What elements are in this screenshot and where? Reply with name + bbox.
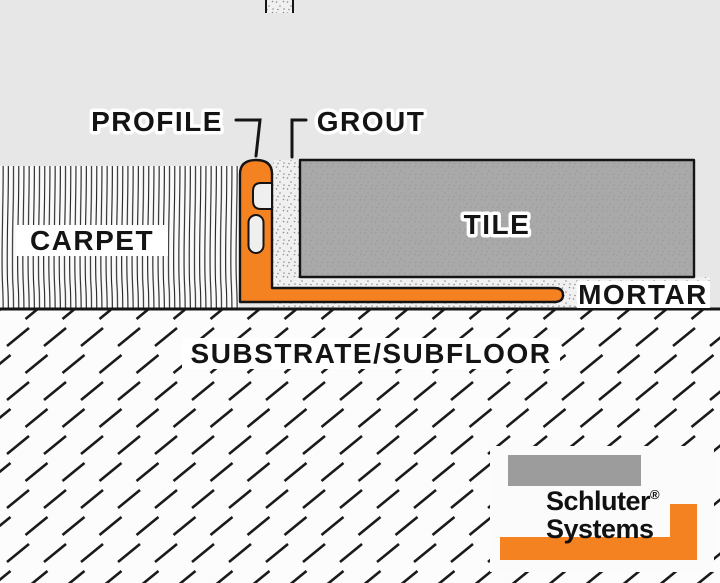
profile-cross-section bbox=[238, 158, 565, 304]
profile-body-and-anchoring-leg bbox=[238, 158, 565, 304]
top-edge-joint bbox=[265, 0, 294, 13]
registered-trademark: ® bbox=[650, 487, 660, 502]
tile-region bbox=[298, 158, 696, 279]
label-carpet: CARPET bbox=[30, 225, 154, 256]
logo-text-systems: Systems bbox=[546, 514, 654, 544]
carpet-label-box bbox=[16, 225, 168, 256]
schluter-logo: Schluter® Systems bbox=[490, 446, 714, 572]
label-substrate: SUBSTRATE/SUBFLOOR bbox=[191, 338, 552, 369]
label-profile: PROFILE bbox=[91, 106, 223, 137]
logo-text-schluter: Schluter® bbox=[546, 486, 660, 516]
profile-cavity bbox=[247, 214, 265, 254]
profile-channel-notch bbox=[252, 182, 273, 210]
leader-line-profile bbox=[234, 118, 262, 158]
label-grout: GROUT bbox=[317, 106, 426, 137]
label-mortar: MORTAR bbox=[578, 279, 708, 310]
label-tile: TILE bbox=[464, 209, 531, 240]
mortar-label-box bbox=[577, 281, 710, 308]
leader-line-grout bbox=[290, 118, 308, 159]
substrate-label-box bbox=[182, 338, 560, 369]
grout-joint bbox=[273, 160, 300, 278]
logo-profile-shape bbox=[500, 504, 697, 560]
logo-tile-block bbox=[508, 455, 641, 486]
